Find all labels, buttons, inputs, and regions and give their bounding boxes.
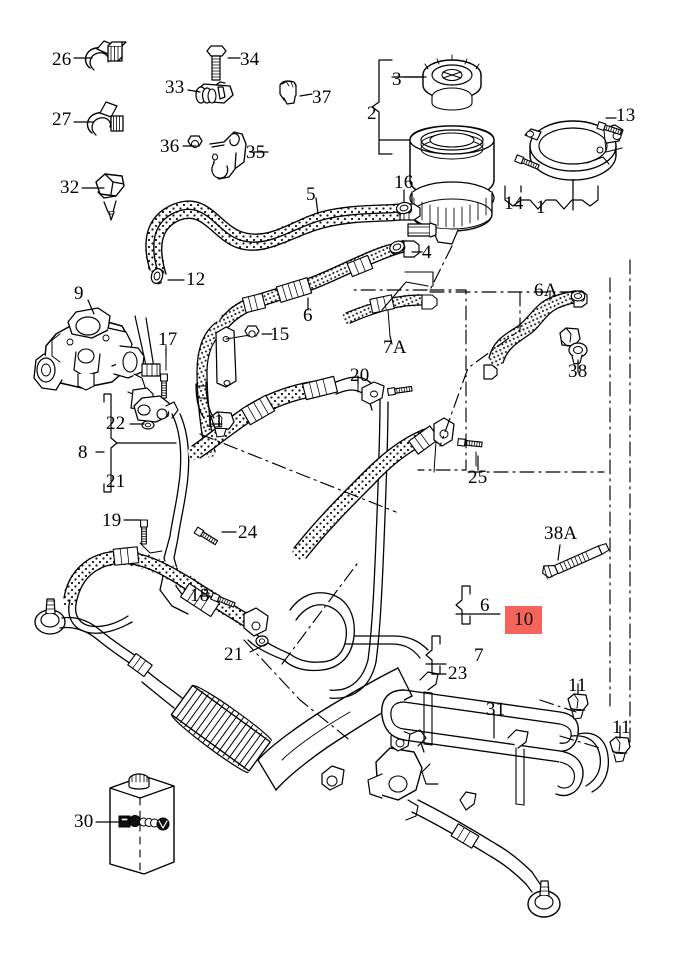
callout-2[interactable]: 2 — [367, 103, 377, 124]
callout-14[interactable]: 14 — [504, 193, 524, 214]
callout-5[interactable]: 5 — [306, 184, 316, 205]
callout-32[interactable]: 32 — [60, 177, 80, 198]
callout-16[interactable]: 16 — [394, 172, 414, 193]
callout-9[interactable]: 9 — [74, 283, 84, 304]
callout-12[interactable]: 12 — [186, 269, 206, 290]
callout-26[interactable]: 26 — [52, 49, 72, 70]
callout-8[interactable]: 8 — [78, 442, 88, 463]
callout-31[interactable]: 31 — [486, 699, 506, 720]
callout-25[interactable]: 25 — [468, 467, 488, 488]
callout-34[interactable]: 34 — [240, 49, 260, 70]
callout-4[interactable]: 4 — [422, 242, 432, 263]
callout-7-group[interactable]: 7 — [474, 645, 484, 666]
callout-23[interactable]: 23 — [448, 663, 468, 684]
callout-17[interactable]: 17 — [158, 329, 178, 350]
callout-37[interactable]: 37 — [312, 87, 332, 108]
callout-21-lower[interactable]: 21 — [224, 644, 244, 665]
callout-33[interactable]: 33 — [165, 77, 185, 98]
callout-38a[interactable]: 38A — [544, 523, 578, 544]
callout-36[interactable]: 36 — [160, 136, 180, 157]
callout-11-cooler-upper[interactable]: 11 — [568, 675, 587, 696]
callout-13[interactable]: 13 — [616, 105, 636, 126]
callout-11[interactable]: 11 — [205, 411, 224, 432]
callout-3[interactable]: 3 — [392, 69, 402, 90]
callout-30[interactable]: 30 — [74, 811, 94, 832]
callout-6a[interactable]: 6A — [534, 280, 558, 301]
callout-11-cooler-lower[interactable]: 11 — [612, 717, 631, 738]
callout-7a[interactable]: 7A — [383, 337, 407, 358]
callout-35[interactable]: 35 — [246, 142, 266, 163]
callout-24[interactable]: 24 — [238, 522, 258, 543]
callout-20[interactable]: 20 — [350, 365, 370, 386]
callout-6[interactable]: 6 — [303, 305, 313, 326]
callout-18[interactable]: 18 — [190, 585, 210, 606]
callout-27[interactable]: 27 — [52, 109, 72, 130]
callout-19[interactable]: 19 — [102, 510, 122, 531]
callout-15[interactable]: 15 — [270, 324, 290, 345]
callout-10-highlighted[interactable]: 10 — [505, 606, 543, 634]
callout-1[interactable]: 1 — [536, 197, 546, 218]
callout-21[interactable]: 21 — [106, 471, 126, 492]
callout-22[interactable]: 22 — [106, 413, 126, 434]
callout-38[interactable]: 38 — [568, 361, 588, 382]
callout-6-group[interactable]: 6 — [480, 595, 490, 616]
